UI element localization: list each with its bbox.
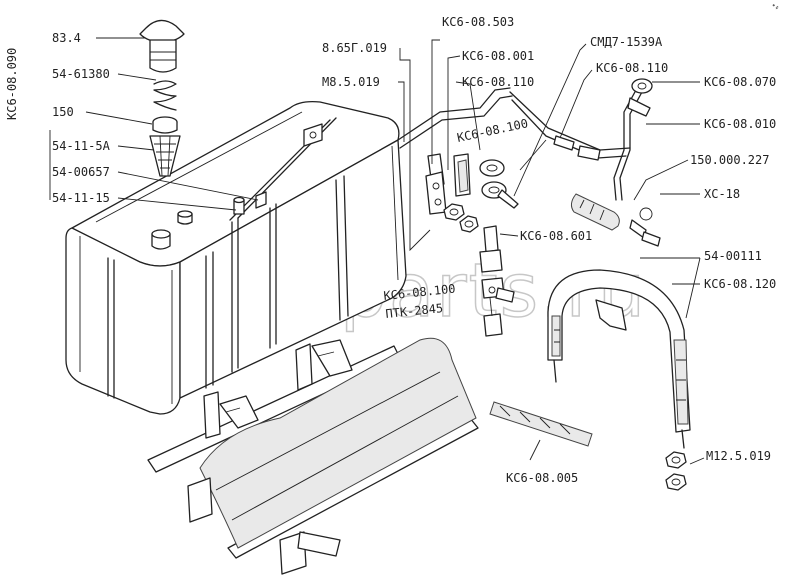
mounting-strap xyxy=(547,269,691,491)
label-kc6-08-503: КС6-08.503 xyxy=(442,15,514,29)
label-kc6-08-120: КС6-08.120 xyxy=(704,277,776,291)
label-kc6-08-601: КС6-08.601 xyxy=(520,229,592,243)
label-54-11-5a: 54-11-5А xyxy=(52,139,111,153)
label-150-000-227: 150.000.227 xyxy=(690,153,769,167)
fuel-pipes xyxy=(397,87,631,161)
label-smd7-1539a: СМД7-1539А xyxy=(590,35,663,49)
tank-support-frame xyxy=(147,337,479,575)
label-150: 150 xyxy=(52,105,74,119)
filler-cap-assembly xyxy=(139,19,185,177)
label-kc6-08-090: КС6-08.090 xyxy=(5,48,19,120)
fuel-tank xyxy=(65,100,407,415)
fitting-parts xyxy=(425,153,519,337)
label-kc6-08-110-a: КС6-08.110 xyxy=(462,75,534,89)
rubber-pad xyxy=(489,401,593,447)
label-54-11-15: 54-11-15 xyxy=(52,191,110,205)
label-kc6-08-010: КС6-08.010 xyxy=(704,117,776,131)
label-m12-5-019: М12.5.019 xyxy=(706,449,771,463)
label-54-00657: 54-00657 xyxy=(52,165,110,179)
label-m8-5-019: М8.5.019 xyxy=(322,75,380,89)
label-ptk-2845: ПТК-2845 xyxy=(385,301,444,321)
label-83-4: 83.4 xyxy=(52,31,81,45)
leader-lines xyxy=(49,37,705,465)
label-54-00111: 54-00111 xyxy=(704,249,762,263)
label-kc6-08-001: КС6-08.001 xyxy=(462,49,534,63)
right-fittings xyxy=(570,78,661,247)
part-number-labels: КС6-08.090 83.4 54-61380 150 54-11-5А 54… xyxy=(5,3,779,485)
label-kc6-08-070: КС6-08.070 xyxy=(704,75,776,89)
label-54-61380: 54-61380 xyxy=(52,67,110,81)
label-kc6-08-005: КС6-08.005 xyxy=(506,471,578,485)
corner-mark: ᐩ⸗ xyxy=(772,3,779,13)
label-xc-18: ХС-18 xyxy=(704,187,740,201)
label-8-65g-019: 8.65Г.019 xyxy=(322,41,387,55)
label-kc6-08-110-b: КС6-08.110 xyxy=(596,61,668,75)
label-kc6-08-100: КС6-08.100 xyxy=(456,116,530,145)
